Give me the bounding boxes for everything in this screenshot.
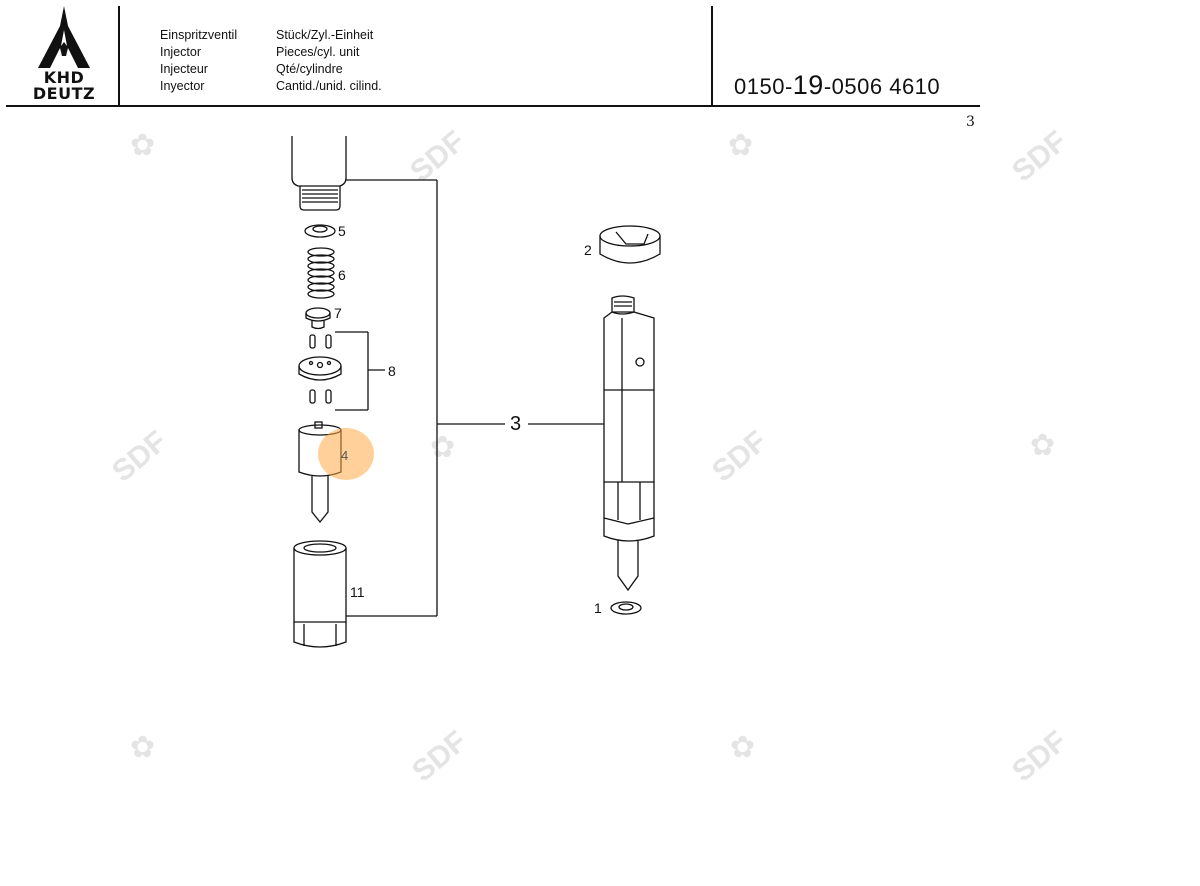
khd-deutz-logo: KHD DEUTZ bbox=[20, 4, 108, 104]
unit-en: Pieces/cyl. unit bbox=[276, 45, 360, 59]
callout-4: 4 bbox=[341, 448, 349, 463]
part-2-protection-cap bbox=[599, 225, 661, 264]
logo-line-khd: KHD bbox=[43, 68, 85, 87]
watermark-icon: ✿ bbox=[130, 731, 156, 764]
watermark-icon: ✿ bbox=[730, 731, 756, 764]
part-number-prefix: 0150- bbox=[734, 74, 793, 99]
part-title-list: Einspritzventil Injector Injecteur Inyec… bbox=[160, 27, 237, 95]
title-de: Einspritzventil bbox=[160, 28, 238, 42]
watermark-icon: ✿ bbox=[130, 129, 156, 162]
callout-7: 7 bbox=[334, 305, 342, 321]
callout-3: 3 bbox=[510, 413, 522, 435]
highlight-marker bbox=[318, 428, 374, 480]
part-number: 0150-19-0506 4610 bbox=[734, 70, 940, 101]
part-6-compression-spring bbox=[307, 247, 335, 299]
title-es: Inyector bbox=[160, 79, 205, 93]
callout-1: 1 bbox=[594, 600, 602, 616]
title-fr: Injecteur bbox=[160, 62, 208, 76]
callout-5: 5 bbox=[338, 223, 346, 239]
header: KHD DEUTZ Einspritzventil Injector Injec… bbox=[0, 0, 1200, 110]
part-7-pressure-pin bbox=[305, 307, 331, 330]
title-en: Injector bbox=[160, 45, 201, 59]
part-number-suffix: -0506 4610 bbox=[823, 74, 941, 99]
header-bottom-rule bbox=[6, 105, 980, 107]
watermark-icon: ✿ bbox=[1030, 429, 1056, 462]
logo-spire-icon bbox=[38, 6, 90, 68]
leader-lines bbox=[335, 179, 604, 617]
unit-fr: Qté/cylindre bbox=[276, 62, 343, 76]
unit-label-list: Stück/Zyl.-Einheit Pieces/cyl. unit Qté/… bbox=[276, 27, 382, 95]
watermark-icon: ✿ bbox=[430, 431, 456, 464]
callout-11: 11 bbox=[350, 584, 365, 600]
part-11-retaining-nut bbox=[293, 540, 347, 648]
header-divider-left bbox=[118, 6, 120, 106]
watermark-icon: ✿ bbox=[728, 129, 754, 162]
unit-de: Stück/Zyl.-Einheit bbox=[276, 28, 374, 42]
part-8-intermediate-plate bbox=[298, 334, 342, 404]
logo-line-deutz: DEUTZ bbox=[32, 84, 96, 103]
page-number: 3 bbox=[966, 114, 975, 130]
header-divider-right bbox=[711, 6, 713, 106]
callout-6: 6 bbox=[338, 267, 346, 283]
part-5-shim-washer bbox=[304, 224, 336, 238]
part-number-group: 19 bbox=[792, 70, 824, 100]
part-1-sealing-washer bbox=[610, 601, 642, 615]
callout-8: 8 bbox=[388, 363, 396, 379]
injector-body-upper-part bbox=[291, 136, 347, 211]
unit-es: Cantid./unid. cilind. bbox=[276, 79, 382, 93]
part-3-assembled-injector bbox=[603, 295, 655, 592]
callout-2: 2 bbox=[584, 242, 592, 258]
